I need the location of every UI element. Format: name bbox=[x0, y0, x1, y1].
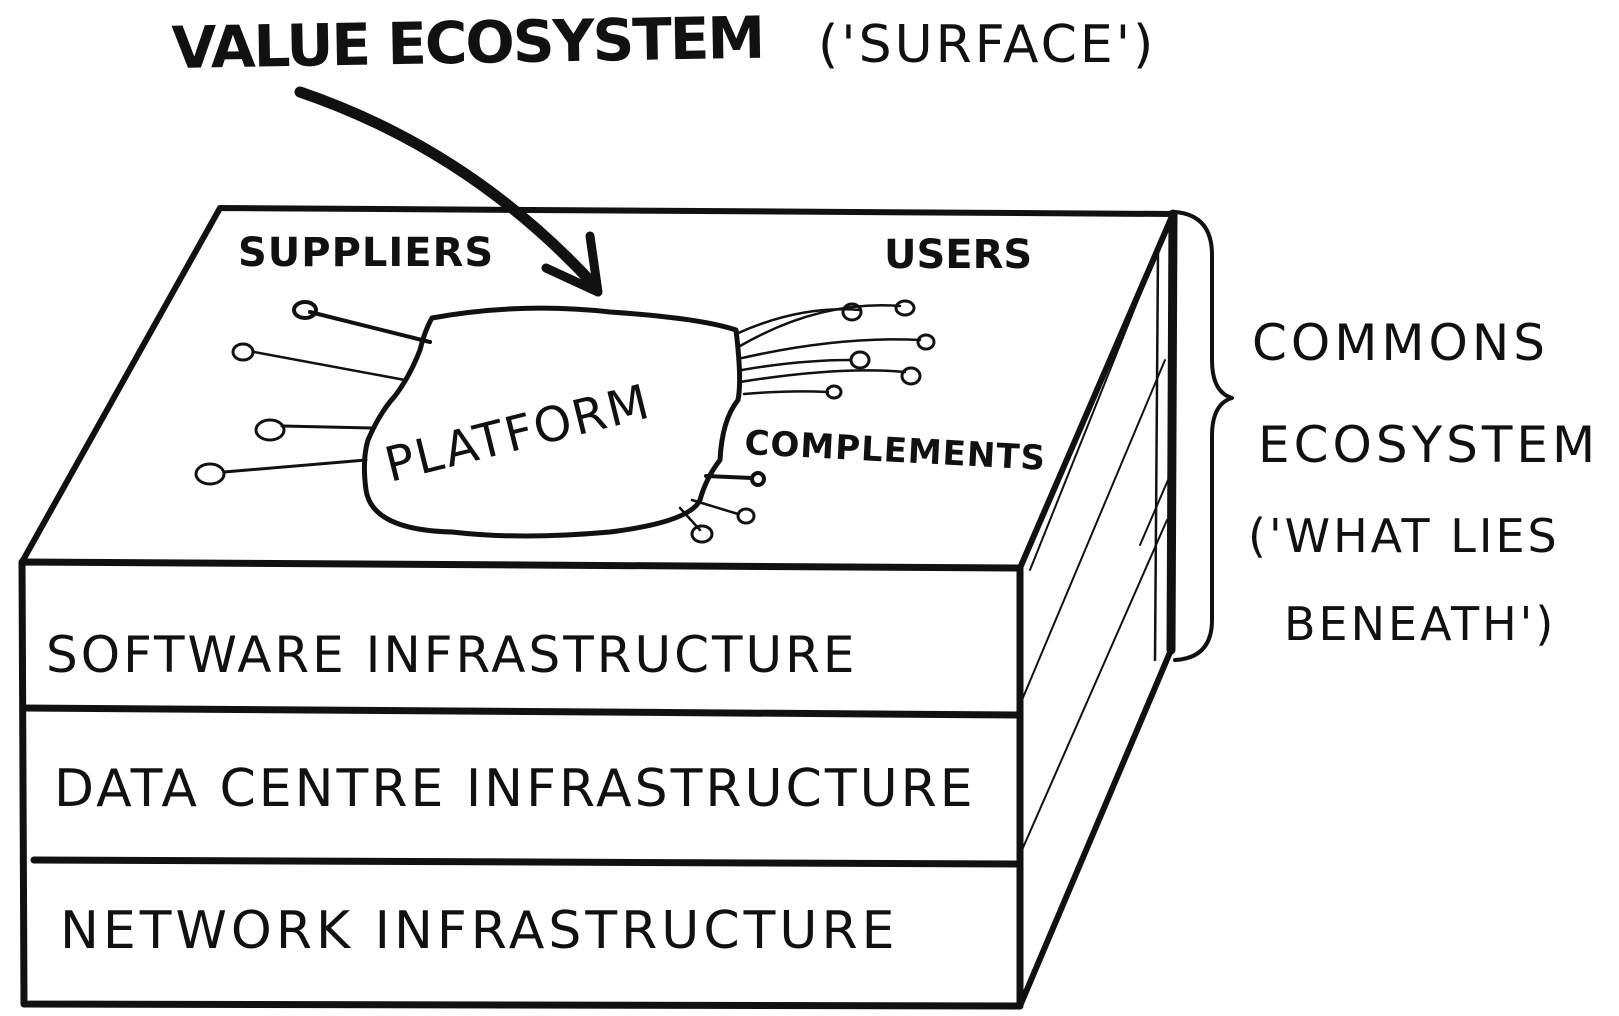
commons-label-line1: COMMONS bbox=[1252, 314, 1549, 372]
title-value-ecosystem: VALUE ECOSYSTEM bbox=[171, 4, 764, 82]
supplier-node bbox=[194, 462, 226, 486]
user-connector bbox=[740, 358, 852, 372]
user-node bbox=[916, 333, 936, 351]
layer-divider-1 bbox=[20, 704, 1024, 719]
complement-connector bbox=[690, 498, 740, 516]
supplier-connector bbox=[280, 424, 374, 430]
supplier-connector bbox=[252, 350, 407, 382]
arrow-shaft bbox=[294, 86, 600, 291]
complement-node bbox=[736, 507, 756, 525]
front-face-outline bbox=[18, 558, 1024, 1010]
side-hatch-2 bbox=[1139, 479, 1169, 546]
user-node bbox=[825, 384, 843, 400]
side-layer-line-1 bbox=[1021, 359, 1166, 701]
title-surface-note: ('SURFACE') bbox=[818, 15, 1156, 75]
supplier-connections bbox=[194, 300, 432, 486]
supplier-node bbox=[292, 300, 318, 320]
complement-node bbox=[690, 524, 714, 544]
user-connections bbox=[734, 299, 936, 400]
side-layer-line-2 bbox=[1021, 519, 1168, 851]
layer-label-network: NETWORK INFRASTRUCTURE bbox=[60, 901, 898, 961]
layer-label-data-centre: DATA CENTRE INFRASTRUCTURE bbox=[54, 759, 976, 819]
supplier-node bbox=[254, 418, 286, 442]
arrow-head bbox=[541, 231, 603, 297]
side-face-bottom-edge bbox=[1017, 647, 1174, 1009]
commons-label-line4: BENEATH') bbox=[1284, 597, 1556, 651]
complements-label: COMPLEMENTS bbox=[744, 423, 1047, 479]
complement-connections bbox=[678, 471, 766, 544]
commons-label-line2: ECOSYSTEM bbox=[1258, 416, 1599, 474]
user-connector bbox=[740, 338, 922, 360]
user-connector bbox=[742, 390, 830, 396]
user-connector bbox=[734, 308, 862, 336]
users-label: USERS bbox=[884, 232, 1032, 278]
user-node bbox=[894, 299, 916, 317]
supplier-node bbox=[231, 342, 255, 362]
platform-blob bbox=[361, 305, 743, 539]
user-connector bbox=[738, 304, 902, 348]
user-node bbox=[841, 302, 863, 322]
user-node bbox=[849, 350, 871, 370]
layer-divider-2 bbox=[30, 856, 1024, 868]
complement-connector bbox=[704, 474, 754, 480]
supplier-connector bbox=[308, 310, 432, 344]
side-face-inner-edge bbox=[1153, 248, 1160, 662]
complement-node bbox=[750, 471, 766, 487]
supplier-connector bbox=[222, 458, 368, 474]
platform-label: PLATFORM bbox=[379, 374, 656, 494]
side-face-back-edge bbox=[1166, 209, 1178, 655]
suppliers-label: SUPPLIERS bbox=[238, 230, 494, 276]
side-hatch-1 bbox=[1029, 269, 1151, 571]
commons-label-line3: ('WHAT LIES bbox=[1248, 509, 1560, 563]
user-node bbox=[900, 366, 922, 386]
user-connector bbox=[738, 369, 907, 384]
commons-brace bbox=[1173, 210, 1234, 662]
layer-label-software: SOFTWARE INFRASTRUCTURE bbox=[46, 626, 857, 684]
